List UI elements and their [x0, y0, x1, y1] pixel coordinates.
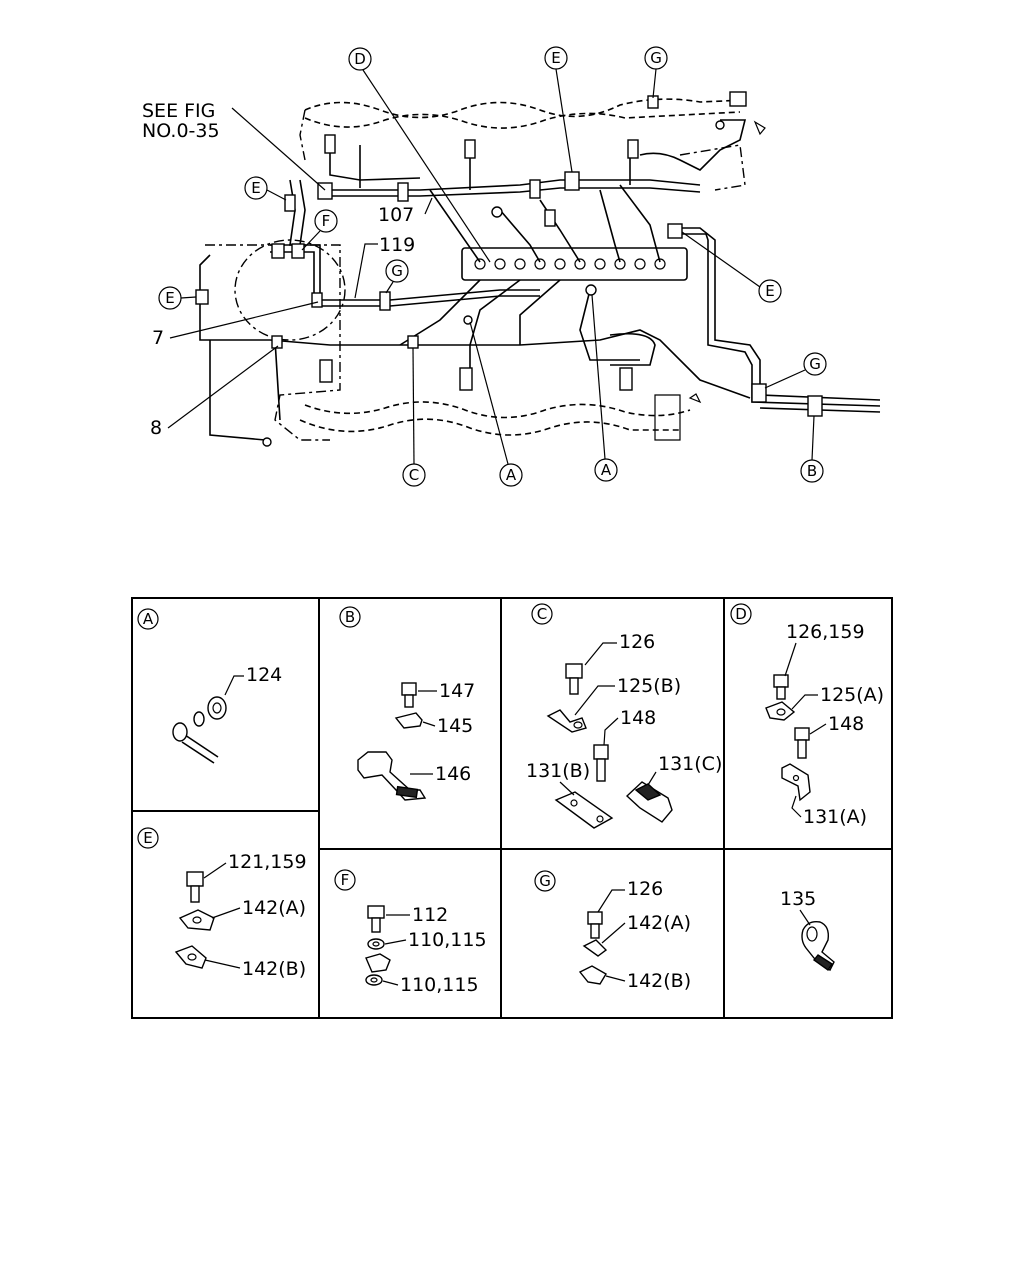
label-145: 145 — [437, 715, 473, 737]
label-131c: 131(C) — [658, 753, 722, 775]
bolt-121-159 — [186, 871, 204, 903]
label-131b: 131(B) — [526, 760, 590, 782]
bracket-131a — [781, 763, 811, 802]
label-125a: 125(A) — [820, 684, 884, 706]
clip-142a-g — [582, 939, 608, 957]
svg-text:B: B — [807, 462, 817, 480]
bolt-148-c — [593, 744, 609, 782]
clip-125a — [765, 701, 796, 721]
svg-text:F: F — [322, 212, 331, 230]
clip-142b-g — [578, 965, 607, 985]
bolt-126-c — [565, 663, 583, 695]
detail-g: G 126 142(A) 142(B) — [534, 870, 691, 992]
label-121-159: 121,159 — [228, 851, 307, 873]
label-7: 7 — [152, 327, 164, 349]
washer-110-115-lower — [365, 974, 383, 986]
detail-f-key: F — [341, 871, 350, 889]
detail-d: D 126,159 125(A) 148 131(A) — [730, 603, 884, 828]
callout-b-bottom: B — [800, 415, 824, 483]
detail-a: A 124 — [137, 608, 282, 764]
svg-text:A: A — [601, 461, 612, 479]
callout-e-right: E — [681, 231, 782, 303]
label-147: 147 — [439, 680, 475, 702]
bracket-131c — [625, 781, 673, 823]
callout-c-bottom: C — [402, 347, 426, 487]
svg-text:E: E — [551, 49, 560, 67]
terminal-f — [365, 953, 391, 973]
clip-142b-e — [174, 945, 207, 969]
see-fig-line2: NO.0-35 — [142, 120, 220, 142]
callout-f-left: F — [301, 209, 338, 251]
svg-text:A: A — [506, 466, 517, 484]
clamp-135 — [801, 920, 835, 972]
svg-text:E: E — [251, 179, 260, 197]
svg-text:E: E — [765, 282, 774, 300]
detail-135: 135 — [780, 888, 835, 972]
detail-b: B 147 145 146 — [339, 606, 475, 801]
ring-terminal-part — [172, 696, 227, 764]
callout-g-right: G — [764, 352, 827, 389]
detail-a-key: A — [143, 610, 154, 628]
detail-e-key: E — [143, 829, 152, 847]
engine-harness-overview — [195, 91, 881, 447]
label-107: 107 — [378, 204, 414, 226]
label-110-115-lower: 110,115 — [400, 974, 479, 996]
detail-c-key: C — [537, 605, 547, 623]
clip-145 — [394, 712, 423, 729]
detail-d-key: D — [735, 605, 747, 623]
label-112: 112 — [412, 904, 448, 926]
callout-a-bottom-1: A — [469, 321, 523, 487]
label-148-c: 148 — [620, 707, 656, 729]
label-131a: 131(A) — [803, 806, 867, 828]
bolt-112 — [367, 905, 385, 933]
bolt-126-159-d — [773, 674, 789, 700]
injector-ports — [474, 258, 666, 270]
detail-b-key: B — [345, 608, 355, 626]
callout-e-left: E — [158, 286, 197, 310]
callout-d-top: D — [348, 47, 491, 263]
clip-125b — [546, 709, 587, 733]
label-126-159-d: 126,159 — [786, 621, 865, 643]
callout-a-bottom-2: A — [591, 294, 618, 482]
svg-text:G: G — [391, 262, 403, 280]
label-126-g: 126 — [627, 878, 663, 900]
bolt-148-d — [794, 727, 810, 759]
bracket-146 — [357, 751, 427, 801]
label-142a-g: 142(A) — [627, 912, 691, 934]
svg-text:E: E — [165, 289, 174, 307]
see-fig-line1: SEE FIG — [142, 100, 215, 122]
bolt-126-g — [587, 911, 603, 939]
clip-142a-e — [178, 909, 215, 931]
label-8: 8 — [150, 417, 162, 439]
bracket-131b — [554, 791, 614, 829]
label-119: 119 — [379, 234, 415, 256]
label-125b: 125(B) — [617, 675, 681, 697]
svg-text:D: D — [354, 50, 366, 68]
label-142b-e: 142(B) — [242, 958, 306, 980]
svg-text:G: G — [809, 355, 821, 373]
label-124: 124 — [246, 664, 282, 686]
bolt-147 — [401, 682, 417, 708]
label-142b-g: 142(B) — [627, 970, 691, 992]
svg-text:G: G — [650, 49, 662, 67]
detail-e: E 121,159 142(A) 142(B) — [137, 827, 307, 980]
callout-g-left: G — [385, 259, 409, 294]
detail-g-key: G — [539, 872, 551, 890]
label-142a-e: 142(A) — [242, 897, 306, 919]
label-126-c: 126 — [619, 631, 655, 653]
detail-c: C 126 125(B) 148 131(B) 131(C) — [526, 603, 722, 829]
callout-e-left-upper: E — [244, 176, 287, 201]
label-148-d: 148 — [828, 713, 864, 735]
label-135: 135 — [780, 888, 816, 910]
callout-g-top: G — [644, 46, 668, 99]
svg-text:C: C — [409, 466, 419, 484]
detail-table — [131, 597, 893, 1019]
detail-f: F 112 110,115 110,115 — [334, 869, 487, 996]
label-146: 146 — [435, 763, 471, 785]
label-110-115-upper: 110,115 — [408, 929, 487, 951]
callout-e-top: E — [544, 46, 573, 173]
washer-110-115-upper — [367, 938, 385, 950]
